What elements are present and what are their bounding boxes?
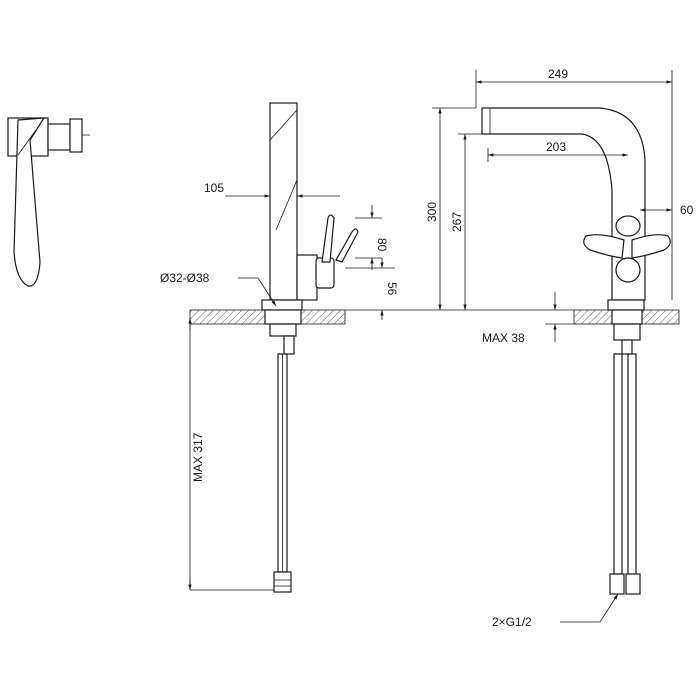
side-handle-lever-2 [335,228,359,263]
front-view: 249 203 60 300 267 MAX 38 2×G1/2 [345,67,694,629]
dim-249-label: 249 [548,67,568,81]
dim-56-label: 56 [385,282,399,296]
dim-g12-arrow [599,593,619,623]
side-spout-edge [269,109,298,141]
top-view-handle-end [69,118,83,153]
side-spout-column [269,102,298,301]
side-hose-fitting [273,571,292,593]
dim-60-label: 60 [680,203,694,217]
dim-38-label: MAX 38 [482,331,525,345]
dim-g12-label: 2×G1/2 [492,615,532,629]
side-spout-edge-2 [275,179,298,231]
dim-267-label: 267 [450,212,464,232]
front-handle-hub [615,257,641,283]
side-body [296,254,318,301]
front-hose-right [627,353,637,575]
side-base-flange [261,299,303,311]
front-fitting-right [625,573,641,595]
front-nut [613,323,641,341]
top-view-spout [13,117,46,287]
side-nut [269,323,297,337]
dim-80-label: 80 [375,238,389,252]
front-hose-left [613,353,623,575]
top-view [7,117,90,287]
front-handle-right [631,234,671,259]
front-worktop-hole [611,309,643,325]
side-view: 105 80 56 Ø32-Ø38 MAX 317 [160,102,399,593]
dim-105-label: 105 [204,181,224,195]
top-view-edge [17,129,37,156]
front-handle-left [583,234,625,259]
side-worktop-hole [264,309,302,325]
front-base-flange [607,299,645,311]
dim-hole-label: Ø32-Ø38 [160,271,210,285]
front-stud [621,339,633,355]
top-view-connector [47,123,71,151]
dim-300-label: 300 [425,202,439,222]
dim-hole-arrow [257,277,277,307]
dim-203-label: 203 [546,140,566,154]
side-handle-lever [321,214,335,263]
front-fitting-left [609,573,625,595]
side-stud [283,335,295,355]
front-handle-cap [615,215,641,237]
dim-317-label: MAX 317 [191,432,205,482]
